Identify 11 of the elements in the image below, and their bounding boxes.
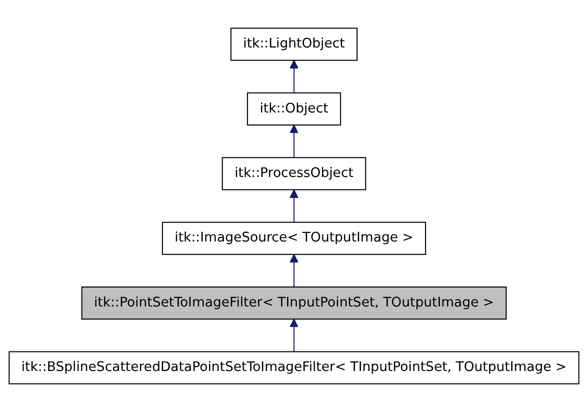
node-box: itk::LightObject (230, 27, 358, 60)
node-box: itk::Object (246, 92, 341, 125)
arrow (289, 318, 298, 352)
arrow (289, 124, 298, 158)
arrow (289, 188, 298, 222)
arrow (289, 59, 298, 92)
node-box: itk::PointSetToImageFilter< TInputPointSet, TOutputImage > (80, 286, 506, 320)
node-box: itk::BSplineScatteredDataPointSetToImageFilter< TInputPointSet, TOutputImage > (8, 350, 579, 384)
node-box: itk::ImageSource< TOutputImage > (161, 221, 426, 254)
node-box: itk::ProcessObject (221, 156, 366, 190)
arrow (289, 254, 298, 286)
